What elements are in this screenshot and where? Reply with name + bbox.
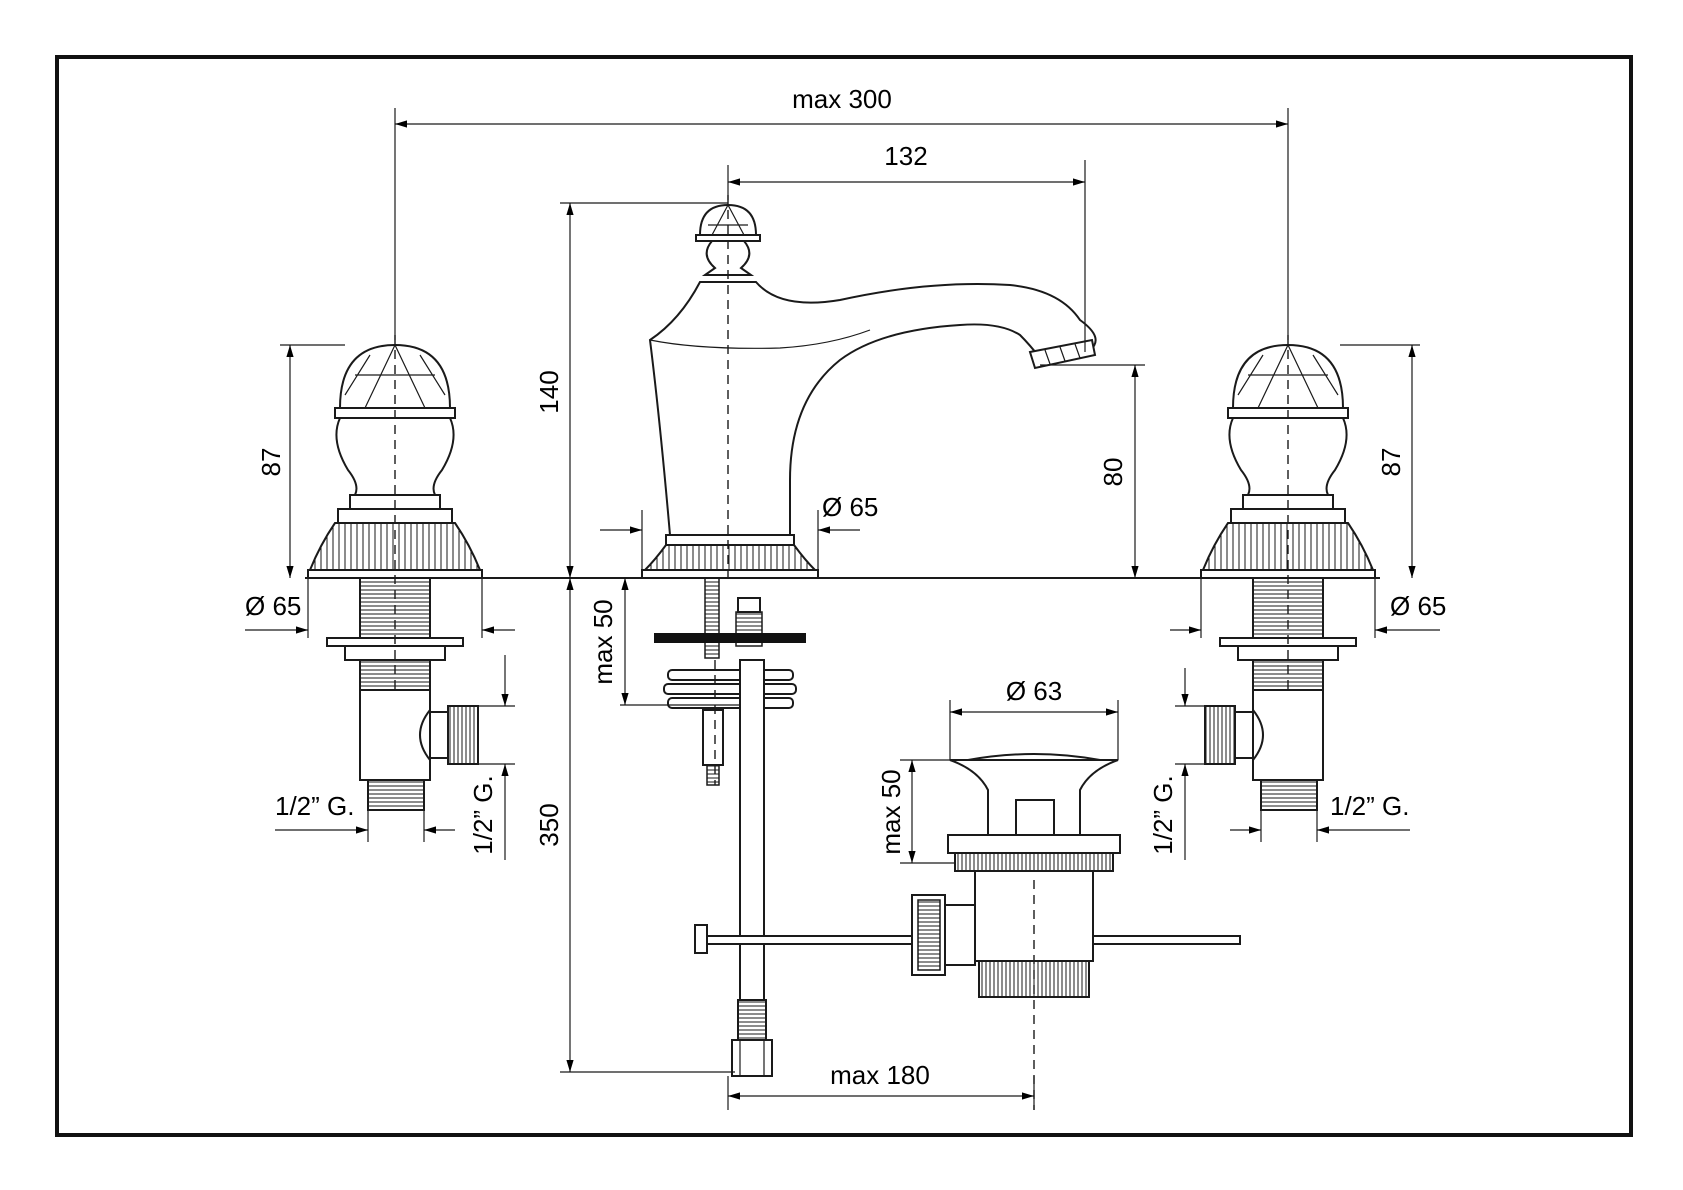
dim-dia65-right: Ø 65 (1390, 591, 1446, 621)
left-handle-valve (307, 335, 483, 811)
dim-140: 140 (534, 370, 564, 413)
dim-87-right: 87 (1376, 448, 1406, 477)
dim-half-g-left-v: 1/2” G. (468, 775, 498, 854)
dimension-lines (245, 108, 1440, 1110)
dim-max50-top: max 50 (588, 599, 618, 684)
dim-dia65-left: Ø 65 (245, 591, 301, 621)
dimension-labels: max 300 132 140 87 87 80 Ø 65 Ø 65 Ø 65 … (245, 84, 1446, 1090)
dim-dia63: Ø 63 (1006, 676, 1062, 706)
dim-half-g-right-v: 1/2” G. (1148, 775, 1178, 854)
dim-80: 80 (1098, 458, 1128, 487)
dim-dia65-spout: Ø 65 (822, 492, 878, 522)
spout (641, 160, 1097, 579)
dim-half-g-right-h: 1/2” G. (1330, 791, 1409, 821)
dim-half-g-left-h: 1/2” G. (275, 791, 354, 821)
right-handle-valve (1200, 335, 1376, 811)
pop-up-waste (911, 753, 1121, 1110)
dim-max-300: max 300 (792, 84, 892, 114)
dim-max50-waste: max 50 (876, 769, 906, 854)
dim-max-180: max 180 (830, 1060, 930, 1090)
drawing-frame (55, 55, 1633, 1137)
dim-132: 132 (884, 141, 927, 171)
dim-350: 350 (534, 803, 564, 846)
dim-87-left: 87 (256, 448, 286, 477)
